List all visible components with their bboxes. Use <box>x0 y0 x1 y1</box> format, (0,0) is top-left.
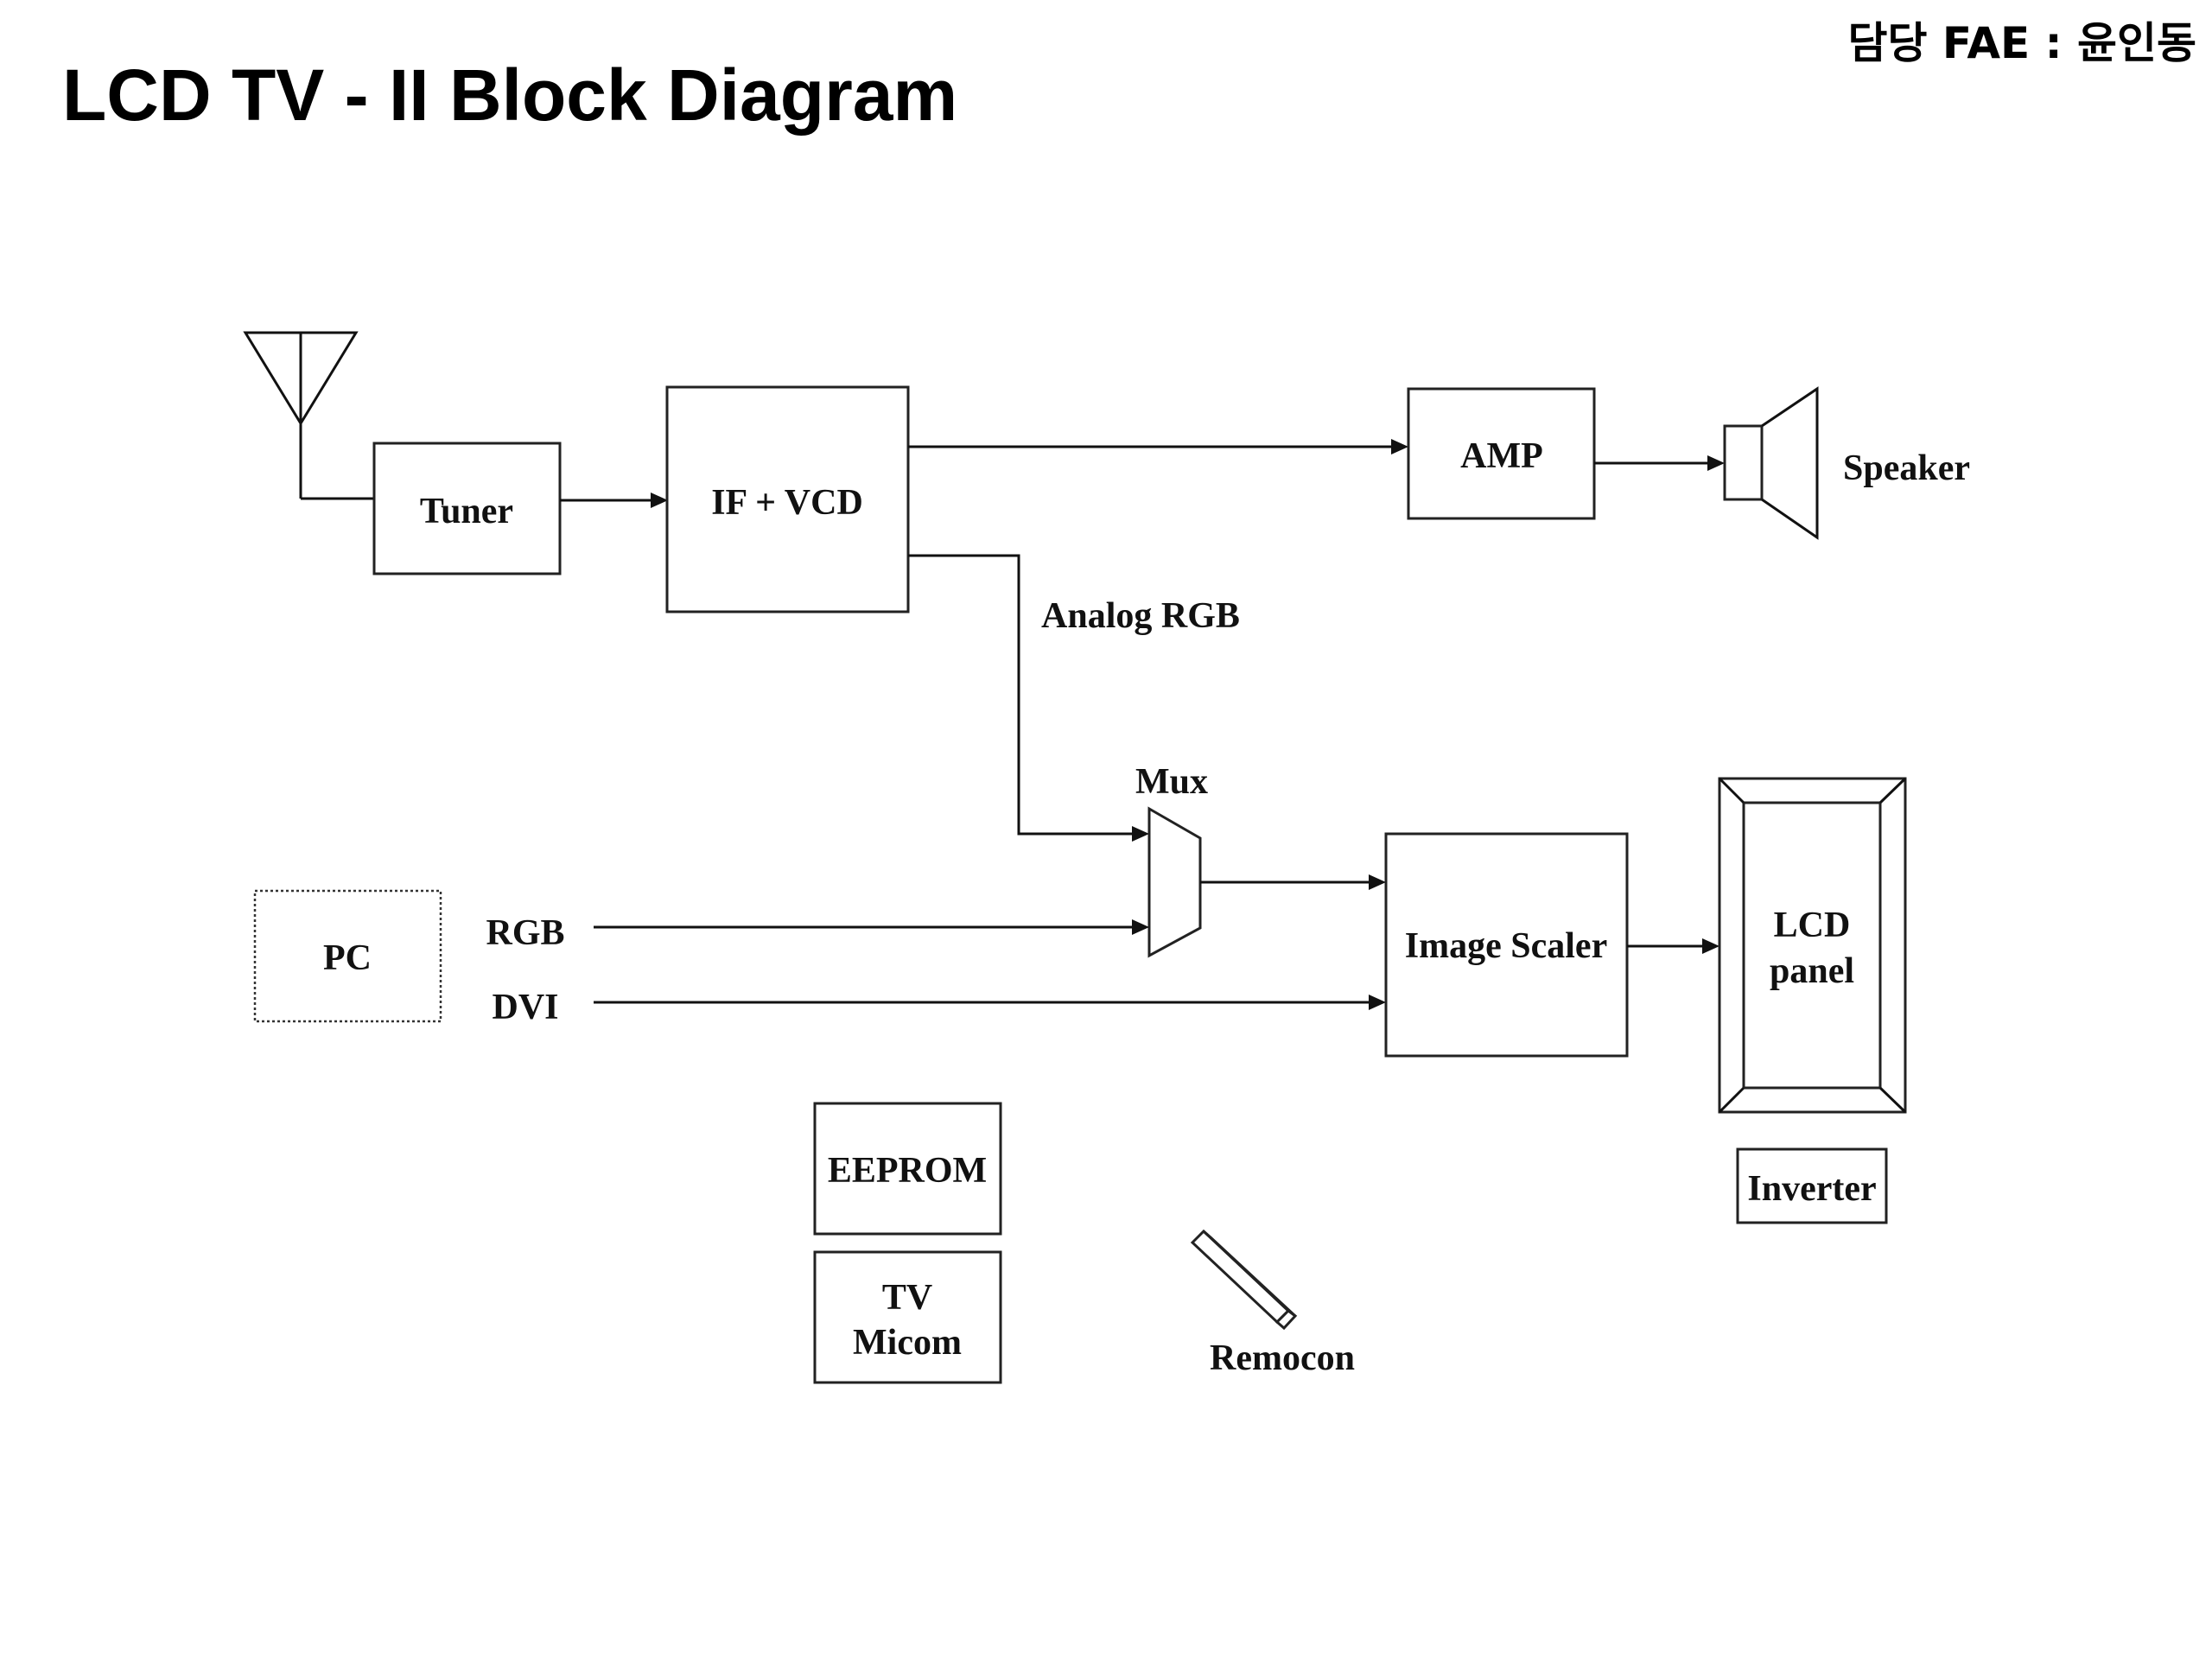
inverter-label: Inverter <box>1747 1169 1876 1209</box>
mux-to-scaler-arrow <box>1200 874 1386 890</box>
dvi-label: DVI <box>492 988 558 1027</box>
lcd-panel-block: LCD panel <box>1718 777 1907 1114</box>
tuner-to-ifvcd-arrow <box>560 493 668 508</box>
tv-micom-block: TV Micom <box>813 1250 1002 1384</box>
rgb-to-mux-arrow <box>594 919 1149 935</box>
if-vcd-label: IF + VCD <box>711 483 863 523</box>
lcd-panel-label-line1: LCD <box>1774 906 1851 945</box>
tv-micom-label-line1: TV <box>882 1278 932 1318</box>
analog-rgb-wire <box>908 554 1149 842</box>
dvi-to-scaler-arrow <box>594 995 1386 1010</box>
rgb-label: RGB <box>486 913 564 953</box>
inverter-block: Inverter <box>1736 1147 1888 1224</box>
if-vcd-block: IF + VCD <box>665 385 910 613</box>
analog-rgb-label: Analog RGB <box>1041 596 1240 636</box>
pc-label: PC <box>323 938 372 978</box>
mux-block <box>1147 806 1202 958</box>
amp-label: AMP <box>1460 436 1543 476</box>
antenna-icon <box>243 331 374 500</box>
remocon-label: Remocon <box>1210 1338 1355 1378</box>
scaler-to-panel-arrow <box>1627 938 1719 954</box>
tuner-block: Tuner <box>372 442 562 575</box>
image-scaler-block: Image Scaler <box>1384 832 1629 1058</box>
amp-block: AMP <box>1407 387 1596 520</box>
ifvcd-to-amp-arrow <box>908 439 1408 454</box>
speaker-icon <box>1723 386 1819 540</box>
mux-label: Mux <box>1135 762 1208 802</box>
pc-block: PC <box>253 889 442 1023</box>
page-title: LCD TV - II Block Diagram <box>62 54 958 136</box>
eeprom-label: EEPROM <box>828 1151 987 1191</box>
speaker-label: Speaker <box>1843 448 1970 488</box>
amp-to-speaker-arrow <box>1594 455 1725 471</box>
tuner-label: Tuner <box>420 492 513 531</box>
fae-label: 담당 FAE : 윤인동 <box>1847 18 2197 68</box>
lcd-panel-label-line2: panel <box>1770 951 1854 991</box>
tv-micom-label-line2: Micom <box>853 1323 962 1363</box>
remocon-icon <box>1190 1229 1298 1331</box>
eeprom-block: EEPROM <box>813 1102 1002 1236</box>
image-scaler-label: Image Scaler <box>1405 926 1607 966</box>
